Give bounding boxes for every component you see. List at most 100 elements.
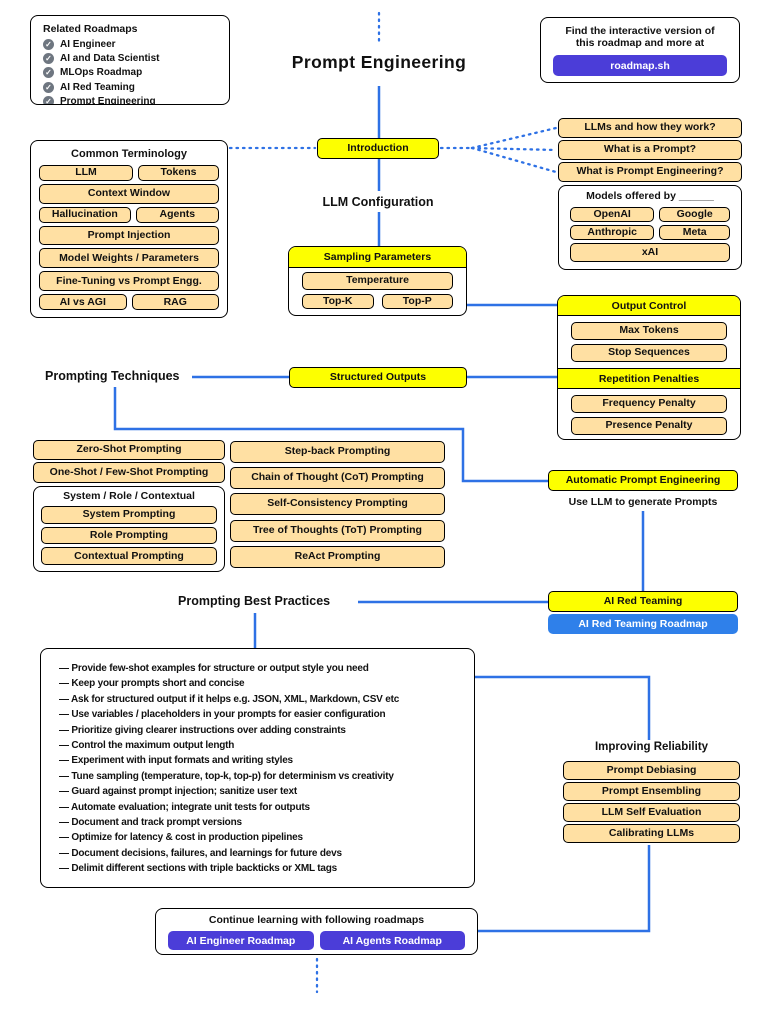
node-what-is-a-prompt[interactable]: What is a Prompt? — [558, 140, 742, 160]
continue-learning-title: Continue learning with following roadmap… — [208, 914, 425, 926]
node-tokens[interactable]: Tokens — [137, 165, 219, 181]
node-prompt-debiasing[interactable]: Prompt Debiasing — [563, 761, 740, 780]
related-roadmaps-panel: Related Roadmaps ✓ AI Engineer ✓ AI and … — [30, 15, 230, 105]
best-practice-item: — Experiment with input formats and writ… — [59, 755, 293, 767]
best-practice-item: — Document and track prompt versions — [59, 816, 242, 828]
roadmap-sh-button[interactable]: roadmap.sh — [553, 55, 727, 76]
node-meta[interactable]: Meta — [659, 225, 730, 241]
node-llm[interactable]: LLM — [39, 165, 133, 181]
related-roadmap-label: MLOps Roadmap — [60, 67, 143, 79]
related-roadmap-label: Prompt Engineering — [60, 95, 156, 105]
related-roadmap-label: AI and Data Scientist — [60, 53, 160, 65]
prompting-best-practices-label: Prompting Best Practices — [178, 594, 331, 608]
related-roadmap-label: AI Engineer — [60, 39, 116, 50]
node-openai[interactable]: OpenAI — [570, 207, 655, 223]
node-ai-vs-agi[interactable]: AI vs AGI — [39, 294, 127, 311]
node-contextual-prompting[interactable]: Contextual Prompting — [41, 547, 217, 566]
related-roadmap-ai-data-scientist[interactable]: ✓ AI and Data Scientist — [43, 53, 217, 65]
banner-text-line1: Find the interactive version of — [565, 25, 715, 37]
related-roadmap-ai-red-teaming[interactable]: ✓ AI Red Teaming — [43, 81, 217, 93]
sampling-parameters-panel: Sampling Parameters Temperature Top-K To… — [288, 246, 467, 316]
best-practice-item: — Automate evaluation; integrate unit te… — [59, 801, 310, 813]
system-role-contextual-panel: System / Role / Contextual System Prompt… — [33, 486, 225, 572]
node-top-p[interactable]: Top-P — [381, 293, 453, 309]
node-prompt-ensembling[interactable]: Prompt Ensembling — [563, 782, 740, 801]
ape-caption: Use LLM to generate Prompts — [568, 496, 718, 508]
models-panel: Models offered by ______ OpenAI Google A… — [558, 185, 742, 270]
node-one-shot-few-shot-prompting[interactable]: One-Shot / Few-Shot Prompting — [33, 462, 225, 483]
node-structured-outputs[interactable]: Structured Outputs — [289, 367, 467, 388]
page-title: Prompt Engineering — [291, 52, 467, 72]
check-circle-icon: ✓ — [43, 81, 54, 93]
related-roadmap-label: AI Red Teaming — [60, 81, 135, 93]
node-self-consistency-prompting[interactable]: Self-Consistency Prompting — [230, 493, 445, 515]
node-ai-red-teaming[interactable]: AI Red Teaming — [548, 591, 738, 612]
prompting-techniques-label: Prompting Techniques — [45, 369, 180, 383]
related-roadmap-prompt-engineering[interactable]: ✓ Prompt Engineering — [43, 95, 217, 105]
check-circle-icon: ✓ — [43, 39, 54, 50]
best-practice-item: — Document decisions, failures, and lear… — [59, 847, 342, 859]
node-what-is-prompt-engineering[interactable]: What is Prompt Engineering? — [558, 162, 742, 182]
check-circle-icon: ✓ — [43, 95, 54, 104]
system-role-contextual-title: System / Role / Contextual — [63, 490, 195, 502]
models-title: Models offered by ______ — [586, 190, 714, 202]
node-presence-penalty[interactable]: Presence Penalty — [571, 417, 727, 435]
llm-configuration-label: LLM Configuration — [322, 195, 434, 209]
node-system-prompting[interactable]: System Prompting — [41, 506, 217, 524]
ai-engineer-roadmap-button[interactable]: AI Engineer Roadmap — [168, 931, 314, 950]
node-zero-shot-prompting[interactable]: Zero-Shot Prompting — [33, 440, 225, 460]
node-hallucination[interactable]: Hallucination — [39, 206, 131, 223]
ai-agents-roadmap-button[interactable]: AI Agents Roadmap — [319, 931, 465, 950]
banner-text-line2: this roadmap and more at — [575, 37, 705, 49]
node-react-prompting[interactable]: ReAct Prompting — [230, 546, 445, 568]
node-sampling-parameters[interactable]: Sampling Parameters — [289, 247, 466, 268]
node-finetuning-vs-prompt-engg[interactable]: Fine-Tuning vs Prompt Engg. — [39, 271, 219, 292]
improving-reliability-label: Improving Reliability — [594, 741, 709, 753]
best-practice-item: — Delimit different sections with triple… — [59, 863, 338, 875]
node-step-back-prompting[interactable]: Step-back Prompting — [230, 441, 445, 463]
node-frequency-penalty[interactable]: Frequency Penalty — [571, 395, 727, 413]
node-role-prompting[interactable]: Role Prompting — [41, 526, 217, 545]
node-max-tokens[interactable]: Max Tokens — [571, 322, 727, 340]
node-tree-of-thoughts-prompting[interactable]: Tree of Thoughts (ToT) Prompting — [230, 520, 445, 542]
node-stop-sequences[interactable]: Stop Sequences — [571, 344, 727, 362]
node-llms-how-they-work[interactable]: LLMs and how they work? — [558, 118, 742, 138]
node-model-weights-parameters[interactable]: Model Weights / Parameters — [39, 248, 219, 269]
best-practice-item: — Control the maximum output length — [59, 739, 235, 751]
node-google[interactable]: Google — [659, 207, 730, 223]
related-roadmap-mlops[interactable]: ✓ MLOps Roadmap — [43, 67, 217, 79]
best-practice-item: — Ask for structured output if it helps … — [59, 693, 400, 705]
node-automatic-prompt-engineering[interactable]: Automatic Prompt Engineering — [548, 470, 738, 491]
best-practice-item: — Optimize for latency & cost in product… — [59, 832, 303, 844]
check-circle-icon: ✓ — [43, 67, 54, 79]
ai-red-teaming-roadmap-button[interactable]: AI Red Teaming Roadmap — [548, 614, 738, 634]
check-circle-icon: ✓ — [43, 53, 54, 65]
best-practice-item: — Use variables / placeholders in your p… — [59, 709, 386, 721]
node-xai[interactable]: xAI — [570, 243, 730, 262]
node-repetition-penalties[interactable]: Repetition Penalties — [558, 368, 740, 389]
node-prompt-injection[interactable]: Prompt Injection — [39, 225, 219, 246]
best-practice-item: — Tune sampling (temperature, top-k, top… — [59, 770, 394, 782]
node-calibrating-llms[interactable]: Calibrating LLMs — [563, 824, 740, 843]
node-llm-self-evaluation[interactable]: LLM Self Evaluation — [563, 803, 740, 822]
node-temperature[interactable]: Temperature — [302, 272, 453, 290]
interactive-version-banner: Find the interactive version of this roa… — [540, 17, 740, 83]
node-introduction[interactable]: Introduction — [317, 138, 439, 159]
related-roadmap-ai-engineer[interactable]: ✓ AI Engineer — [43, 39, 217, 50]
node-rag[interactable]: RAG — [131, 294, 219, 311]
best-practice-item: — Prioritize giving clearer instructions… — [59, 724, 346, 736]
terminology-panel: Common Terminology LLM Tokens Context Wi… — [30, 140, 228, 318]
best-practices-panel: — Provide few-shot examples for structur… — [40, 648, 475, 888]
node-anthropic[interactable]: Anthropic — [570, 225, 655, 241]
best-practice-item: — Provide few-shot examples for structur… — [59, 663, 369, 674]
node-top-k[interactable]: Top-K — [302, 293, 374, 309]
related-roadmaps-title: Related Roadmaps — [43, 23, 138, 35]
terminology-title: Common Terminology — [71, 148, 187, 160]
node-context-window[interactable]: Context Window — [39, 183, 219, 204]
best-practice-item: — Keep your prompts short and concise — [59, 678, 245, 690]
node-agents[interactable]: Agents — [135, 206, 219, 223]
best-practice-item: — Guard against prompt injection; saniti… — [59, 786, 297, 798]
node-chain-of-thought-prompting[interactable]: Chain of Thought (CoT) Prompting — [230, 467, 445, 489]
node-output-control[interactable]: Output Control — [558, 296, 740, 316]
